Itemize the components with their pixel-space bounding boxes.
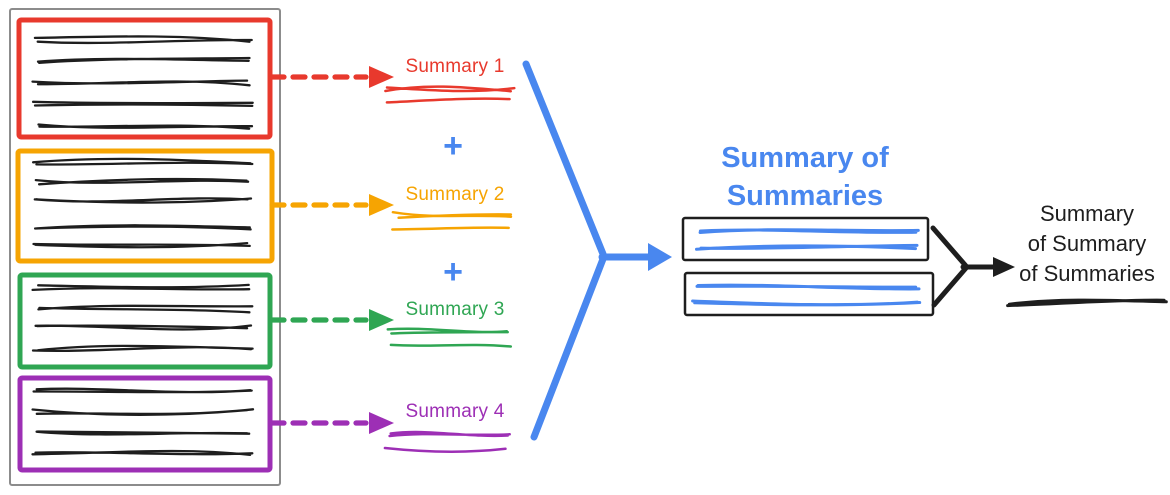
final-summary-title: Summary of Summary of Summaries [1019,201,1155,286]
document-3-text-line [34,324,253,331]
dashed-arrow-2-head [369,194,394,216]
sos-box1-scribble [698,228,920,234]
document-3-text-line [37,304,254,314]
summary-4-scribble [388,430,511,438]
summary-2-scribble [391,210,513,220]
document-2-text-line [33,197,253,204]
document-1-text-line [36,56,251,64]
dashed-arrow-3-head [369,309,394,331]
document-4-text-line [31,449,254,457]
document-2-text-line [33,224,252,231]
summary-of-summaries-box-1 [681,216,930,262]
summary-3-scribble [386,327,509,335]
final-arrow-top-line [930,225,969,269]
dashed-arrow-4-head [369,412,394,434]
summary-2-scribble [391,226,510,231]
document-1-text-line [31,79,251,87]
sos-box2-scribble [691,299,922,307]
source-documents-frame [9,8,281,486]
summary-1-scribble [384,85,516,93]
dashed-arrow-1-head [369,66,394,88]
document-2-text-line [32,241,251,249]
merge-arrow-bottom-line [530,255,607,441]
final-arrow-bottom-line [931,265,969,308]
merge-arrow-head [648,243,672,271]
summary-of-summaries-title: Summary of Summaries [721,142,889,212]
document-4-text-line [35,430,251,436]
summary-of-summaries-box-2 [683,271,935,317]
summary-3-label: Summary 3 [405,299,505,320]
summary-4-scribble [383,446,507,453]
summary-2-label: Summary 2 [405,184,505,205]
plus-sign-1: + [443,127,463,165]
summary-1-scribble [385,97,511,104]
document-1-text-line [33,35,253,45]
document-2-text-line [34,177,250,186]
document-4-text-line [31,408,255,417]
document-3-text-line [31,283,251,292]
document-1-text-line [31,100,254,108]
summary-3-scribble [389,343,513,348]
merge-arrow-top-line [522,60,607,258]
final-summary-scribble [1006,298,1168,308]
summary-4-label: Summary 4 [405,401,505,422]
summary-1-label: Summary 1 [405,56,505,77]
document-4-text-line [32,387,253,394]
document-1-text-line [37,123,254,130]
document-3-text-line [31,344,254,352]
final-arrow-head [993,257,1015,277]
plus-sign-2: + [443,253,463,291]
sos-box2-scribble [695,283,921,291]
document-2-text-line [31,157,254,166]
sos-box1-scribble [695,243,919,251]
